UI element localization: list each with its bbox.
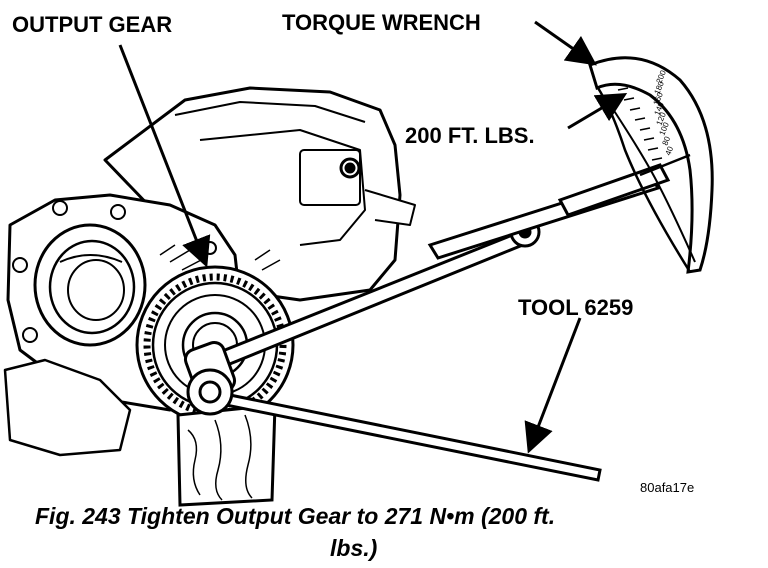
figure-caption-line2: lbs.) xyxy=(330,535,377,561)
dial-scale-numbers: 200 180 160 140 120 100 80 40 xyxy=(652,68,676,156)
output-gear-label: OUTPUT GEAR xyxy=(12,12,172,37)
scale-tick-label: 40 xyxy=(664,145,676,157)
leader-lines xyxy=(118,20,628,454)
figure-caption-line1: Fig. 243 Tighten Output Gear to 271 N•m … xyxy=(35,503,555,529)
output-gear-leader xyxy=(118,44,211,268)
tool-leader xyxy=(524,317,582,454)
torque-value-leader xyxy=(567,92,628,130)
torque-wrench-leader xyxy=(534,20,597,66)
torque-value-label: 200 FT. LBS. xyxy=(405,123,535,148)
torque-wrench xyxy=(427,56,714,274)
tool-label: TOOL 6259 xyxy=(518,295,633,320)
torque-wrench-label: TORQUE WRENCH xyxy=(282,10,481,35)
scale-tick-label: 80 xyxy=(661,135,673,147)
tool-6259 xyxy=(183,216,602,482)
wood-block xyxy=(176,403,277,507)
input-bore xyxy=(33,223,147,347)
figure-code: 80afa17e xyxy=(640,480,694,495)
dial-scale-ticks xyxy=(617,87,663,161)
